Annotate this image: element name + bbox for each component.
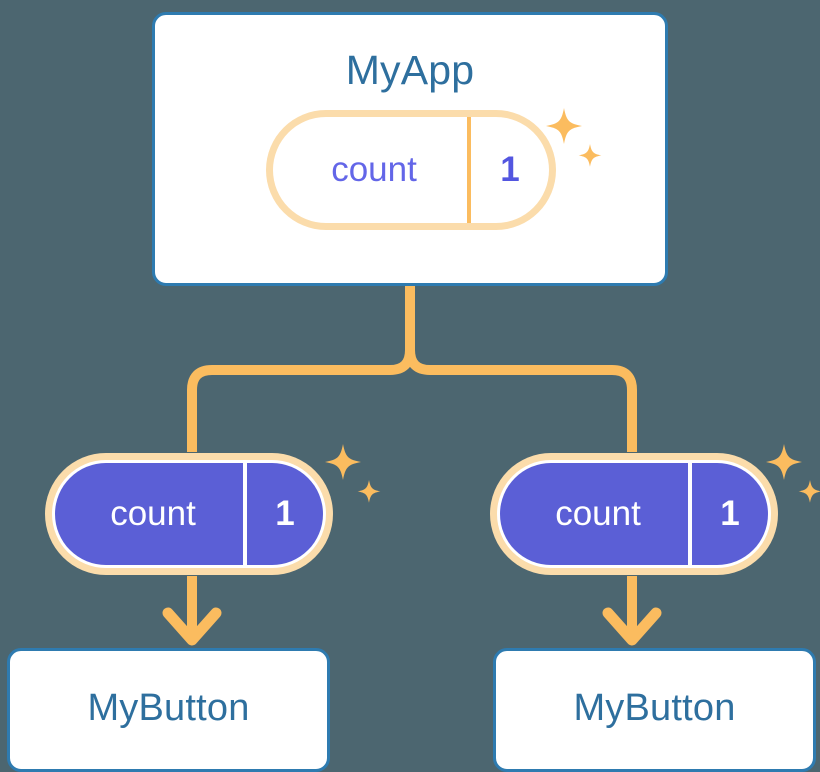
state-value-label: 1 — [500, 150, 520, 189]
state-pill-fill: count 1 — [55, 463, 323, 565]
component-card-mybutton-right[interactable]: MyButton — [493, 648, 816, 772]
state-pill-fill: count 1 — [500, 463, 768, 565]
component-title-mybutton-right: MyButton — [573, 687, 736, 729]
state-pill-body: count 1 — [497, 460, 771, 568]
state-pill-myapp[interactable]: count 1 — [266, 110, 556, 230]
component-title-mybutton-left: MyButton — [87, 687, 250, 729]
state-key-label: count — [555, 494, 641, 533]
state-pill-body: count 1 — [52, 460, 326, 568]
state-key-label: count — [110, 494, 196, 533]
connector-arrow-left-head — [162, 607, 222, 646]
state-pill-divider — [467, 117, 471, 223]
state-pill-body: count 1 — [273, 117, 549, 223]
state-value-label: 1 — [275, 494, 295, 533]
component-title-myapp: MyApp — [345, 47, 475, 93]
connector-fork-left — [187, 349, 415, 452]
state-pill-mybutton-left[interactable]: count 1 — [45, 453, 333, 575]
state-value-label: 1 — [720, 494, 740, 533]
component-card-mybutton-left[interactable]: MyButton — [7, 648, 330, 772]
state-pill-divider — [243, 463, 247, 565]
state-pill-divider — [688, 463, 692, 565]
state-pill-mybutton-right[interactable]: count 1 — [490, 453, 778, 575]
connector-fork-right — [405, 349, 637, 452]
connector-arrow-right-head — [602, 607, 662, 646]
state-key-label: count — [331, 150, 417, 189]
